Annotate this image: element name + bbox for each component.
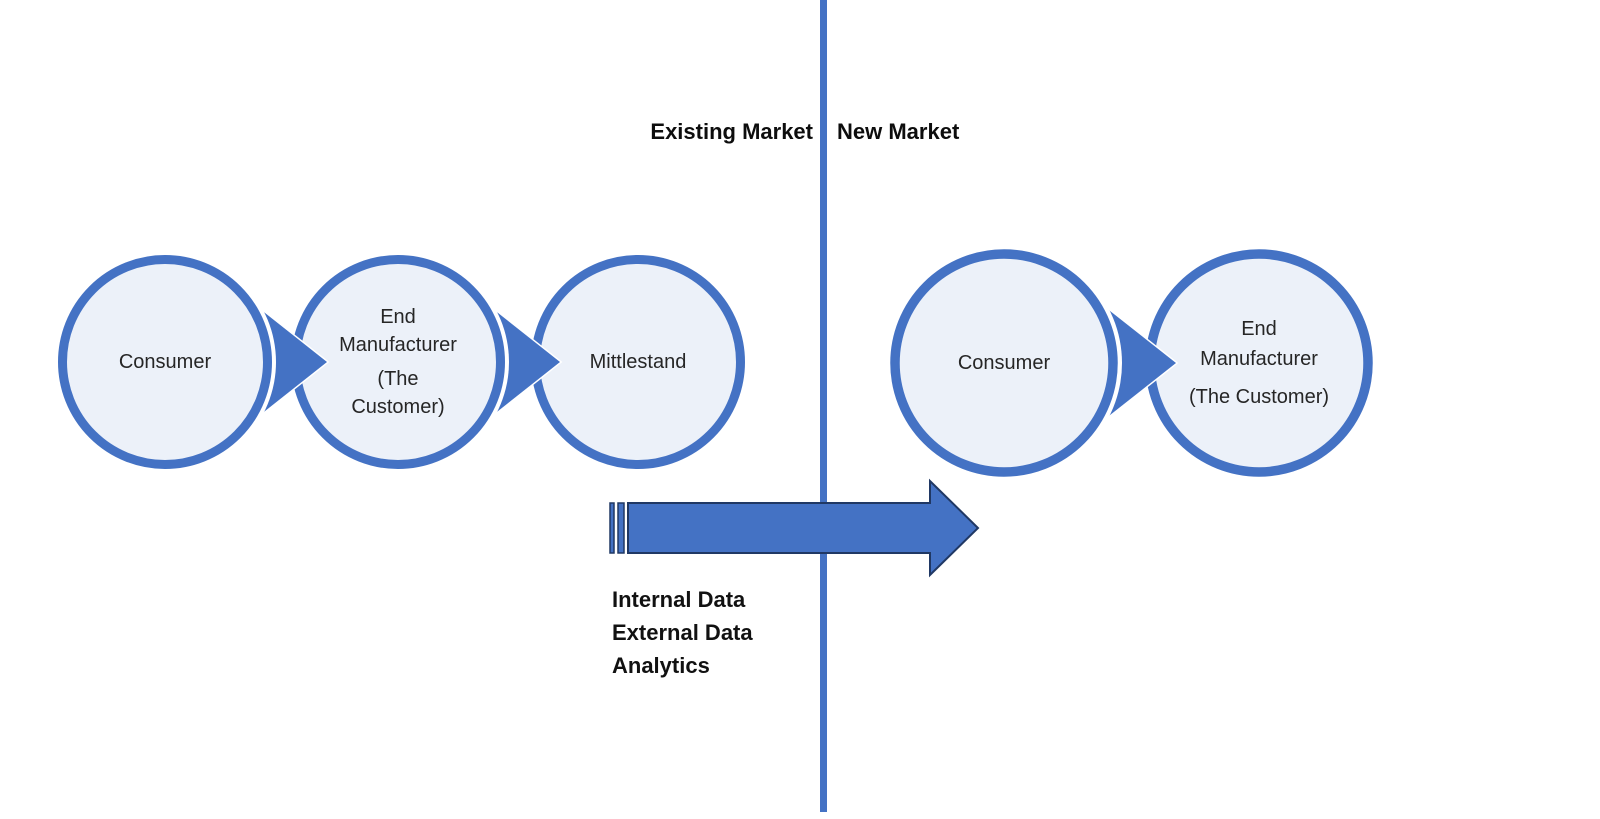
arrow-stripe-2 <box>617 502 625 554</box>
end-manufacturer-right-label: End Manufacturer (The Customer) <box>1145 249 1373 477</box>
new-market-header: New Market <box>837 119 960 144</box>
existing-market-header: Existing Market <box>650 119 813 144</box>
node-title: End Manufacturer <box>339 306 457 356</box>
consumer-right-circle <box>890 249 1118 477</box>
data-arrow-caption: Internal Data External Data Analytics <box>612 583 753 682</box>
node-subtitle: (The Customer) <box>1188 386 1330 408</box>
data-flow-arrow <box>609 478 980 578</box>
market-divider-line <box>820 0 827 812</box>
node-title: Consumer <box>957 352 1051 374</box>
consumer-left-label: Consumer <box>55 252 275 472</box>
end-manufacturer-left-label: End Manufacturer (The Customer) <box>288 252 508 472</box>
consumer-left-circle <box>58 255 272 469</box>
caption-analytics: Analytics <box>612 653 710 678</box>
mittlestand-label: Mittlestand <box>528 252 748 472</box>
consumer-right-label: Consumer <box>890 249 1118 477</box>
arrow-body <box>627 478 980 578</box>
node-title: Consumer <box>118 351 212 373</box>
node-title: Mittlestand <box>589 351 687 373</box>
caption-external-data: External Data <box>612 620 753 645</box>
arrow-stripe-1 <box>609 502 615 554</box>
caption-internal-data: Internal Data <box>612 587 746 612</box>
node-title: End Manufacturer <box>1200 318 1318 370</box>
node-subtitle: (The Customer) <box>351 368 445 418</box>
